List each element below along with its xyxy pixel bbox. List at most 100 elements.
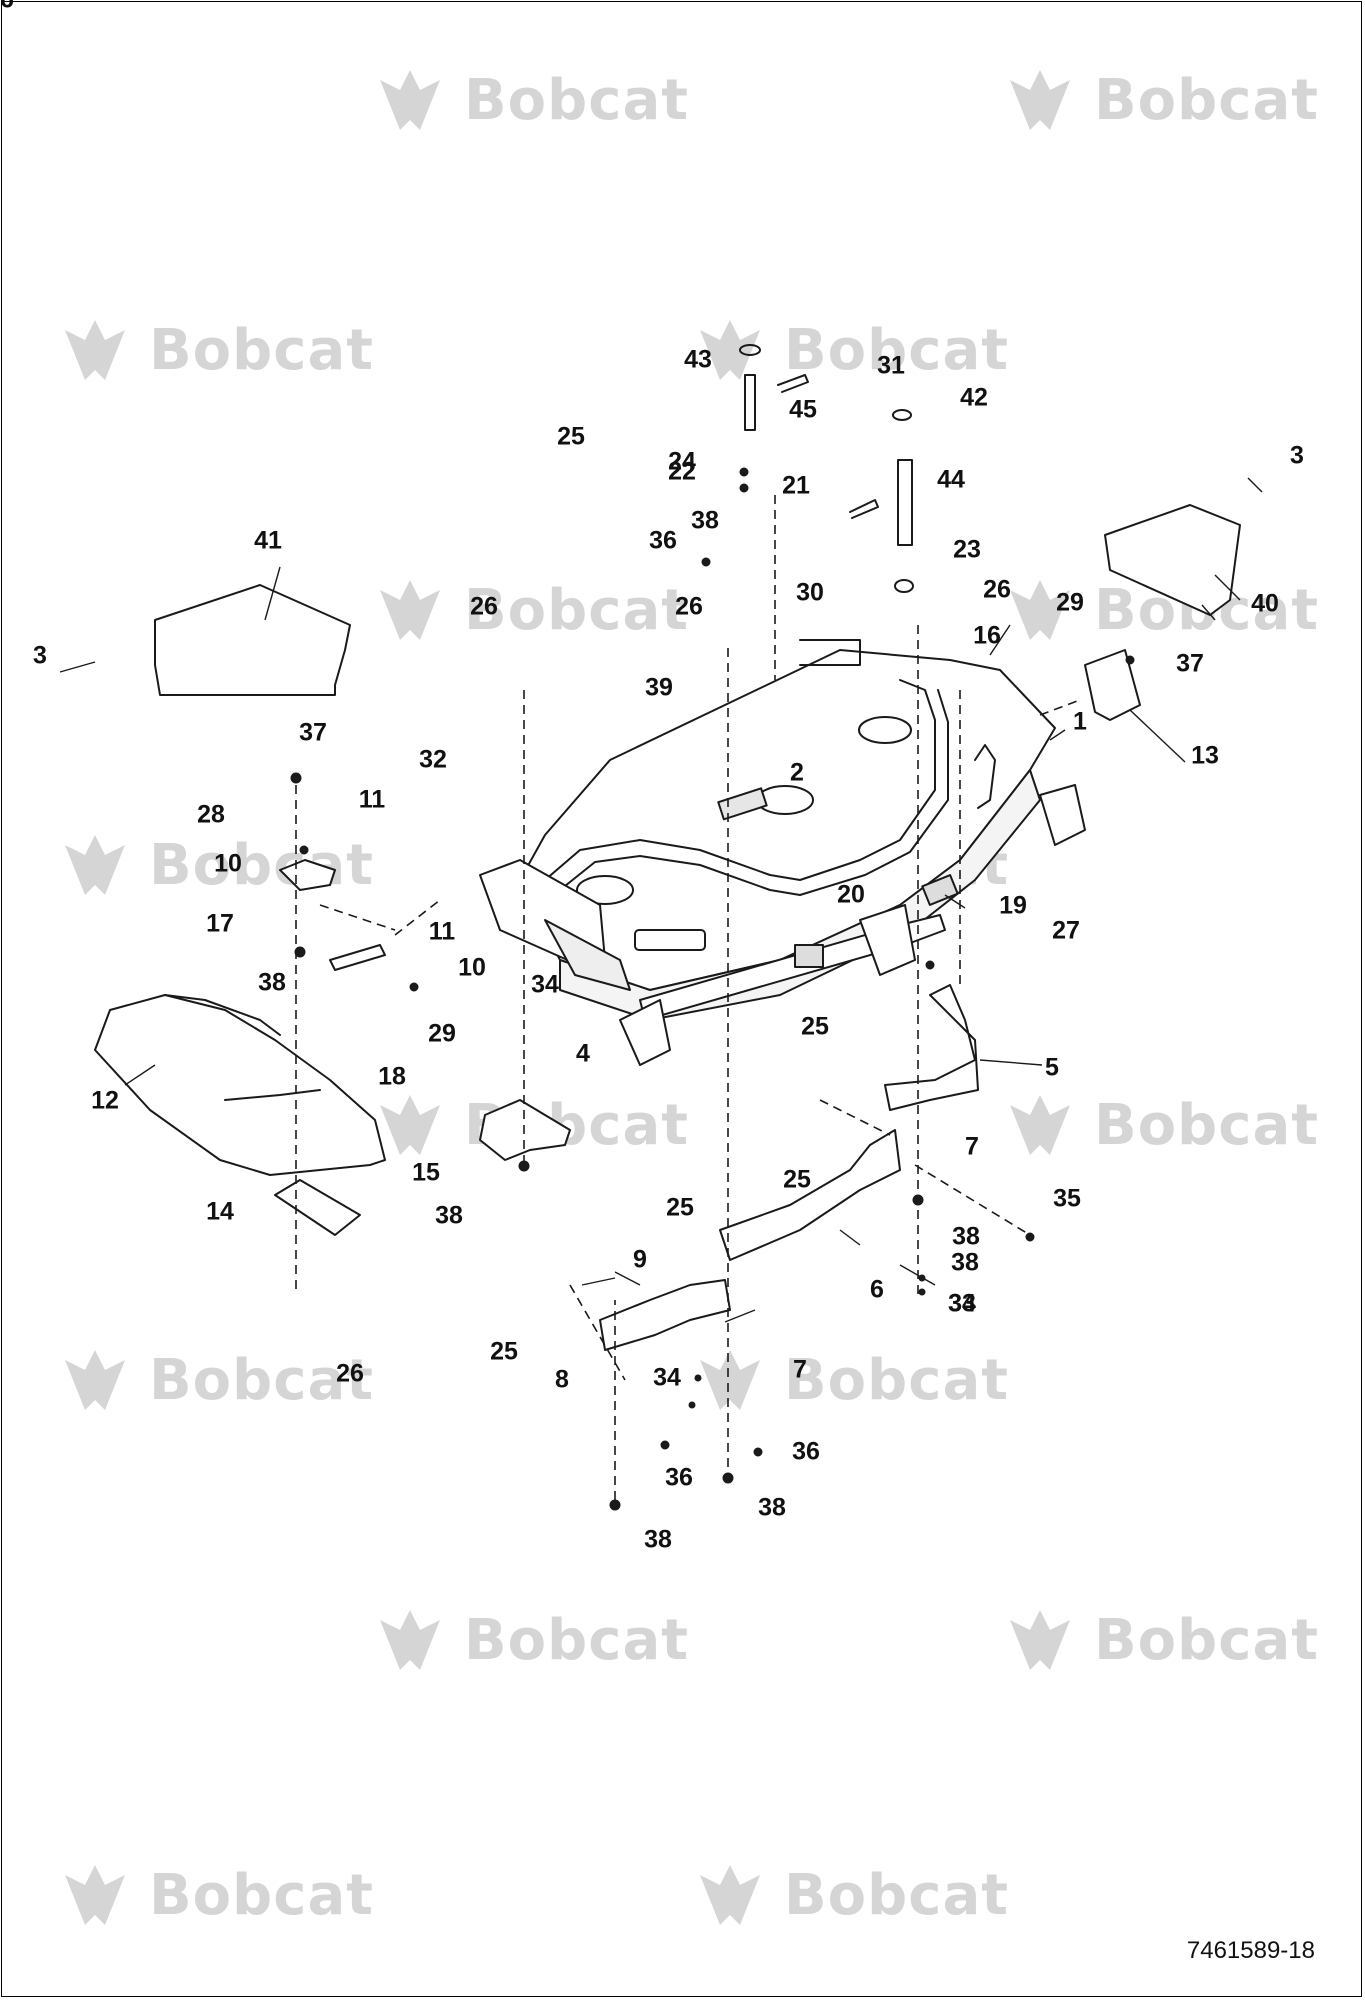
nut (294, 946, 306, 958)
decal-52 (794, 944, 824, 968)
nut (299, 845, 309, 855)
nut (290, 772, 302, 784)
bracket-14 (274, 1179, 361, 1236)
callout-38: 38 (435, 1201, 463, 1230)
decal-19 (921, 874, 959, 906)
callout-36: 36 (792, 1437, 820, 1466)
callout-25: 25 (490, 1337, 518, 1366)
callout-43: 43 (684, 345, 712, 374)
callout-17: 17 (206, 909, 234, 938)
nut (688, 1401, 696, 1409)
callout-46: 46 (0, 0, 14, 13)
callout-37: 37 (299, 718, 327, 747)
nut (409, 982, 419, 992)
callout-45: 45 (789, 395, 817, 424)
bracket-15 (479, 1099, 571, 1161)
post-45 (897, 459, 913, 546)
nut (518, 1160, 530, 1172)
discharge-chute-crease (224, 1089, 321, 1101)
callout-1: 1 (1073, 707, 1087, 736)
callout-42: 42 (960, 383, 988, 412)
nut (918, 1288, 926, 1296)
post-46 (744, 374, 756, 431)
callout-12: 12 (91, 1086, 119, 1115)
belt-shield-5 (884, 984, 979, 1111)
decal-2 (717, 787, 768, 821)
callout-38: 38 (758, 1493, 786, 1522)
callout-26: 26 (470, 592, 498, 621)
callout-44: 44 (937, 465, 965, 494)
nut (1025, 1232, 1035, 1242)
callout-24: 24 (668, 447, 696, 476)
nut (925, 960, 935, 970)
nut (912, 1194, 924, 1206)
callout-27: 27 (1052, 916, 1080, 945)
callout-41: 41 (254, 526, 282, 555)
nut (722, 1472, 734, 1484)
callout-25: 25 (666, 1193, 694, 1222)
callout-6: 6 (870, 1275, 884, 1304)
callout-38: 38 (952, 1222, 980, 1251)
callout-32: 32 (419, 745, 447, 774)
callout-40: 40 (1251, 589, 1279, 618)
callout-18: 18 (378, 1062, 406, 1091)
callout-25: 25 (801, 1012, 829, 1041)
mount-bracket-mid (859, 904, 916, 976)
callout-25: 25 (783, 1165, 811, 1194)
callout-3: 3 (1290, 441, 1304, 470)
callout-31: 31 (877, 351, 905, 380)
callout-8: 8 (555, 1365, 569, 1394)
callout-37: 37 (1176, 649, 1204, 678)
callout-19: 19 (999, 891, 1027, 920)
callout-16: 16 (973, 621, 1001, 650)
belt-cover-41 (1104, 504, 1241, 616)
callout-7: 7 (793, 1355, 807, 1384)
callout-28: 28 (197, 800, 225, 829)
nut (1125, 655, 1135, 665)
washer-43 (892, 409, 912, 421)
callout-30: 30 (796, 578, 824, 607)
nut (918, 1274, 926, 1282)
callout-10: 10 (458, 953, 486, 982)
callout-3: 3 (33, 641, 47, 670)
bumper-13 (1084, 649, 1141, 721)
callout-11: 11 (428, 917, 456, 946)
callout-34: 34 (531, 970, 559, 999)
hair-pin-32a (777, 374, 809, 393)
nut (609, 1499, 621, 1511)
callout-11: 11 (358, 785, 386, 814)
callout-36: 36 (649, 526, 677, 555)
callout-23: 23 (953, 535, 981, 564)
callout-26: 26 (675, 592, 703, 621)
callout-29: 29 (1056, 588, 1084, 617)
callout-25: 25 (557, 422, 585, 451)
drawing-number: 7461589-18 (1186, 1937, 1315, 1964)
callout-34: 34 (948, 1289, 976, 1318)
callout-20: 20 (837, 880, 865, 909)
handle-right (974, 744, 996, 809)
callout-13: 13 (1191, 741, 1219, 770)
callout-33: 33 (948, 1289, 976, 1318)
callout-26: 26 (983, 575, 1011, 604)
callout-10: 10 (214, 849, 242, 878)
handle-center (634, 929, 706, 951)
belt-guard-rail (544, 679, 936, 881)
callout-35: 35 (1053, 1184, 1081, 1213)
callout-29: 29 (428, 1019, 456, 1048)
washer-44 (739, 344, 761, 356)
callout-26: 26 (336, 1359, 364, 1388)
callout-34: 34 (653, 1363, 681, 1392)
spindle-hole-left (576, 875, 634, 905)
callout-14: 14 (206, 1197, 234, 1226)
mount-bracket-left (619, 999, 671, 1066)
callout-38: 38 (951, 1248, 979, 1277)
nut (694, 1374, 702, 1382)
nut (753, 1447, 763, 1457)
callout-21: 21 (782, 471, 810, 500)
callout-9: 9 (633, 1245, 647, 1274)
pivot-link (544, 919, 631, 991)
discharge-chute-lip (164, 994, 281, 1036)
callout-38: 38 (691, 506, 719, 535)
belt-cover-42 (154, 584, 351, 696)
